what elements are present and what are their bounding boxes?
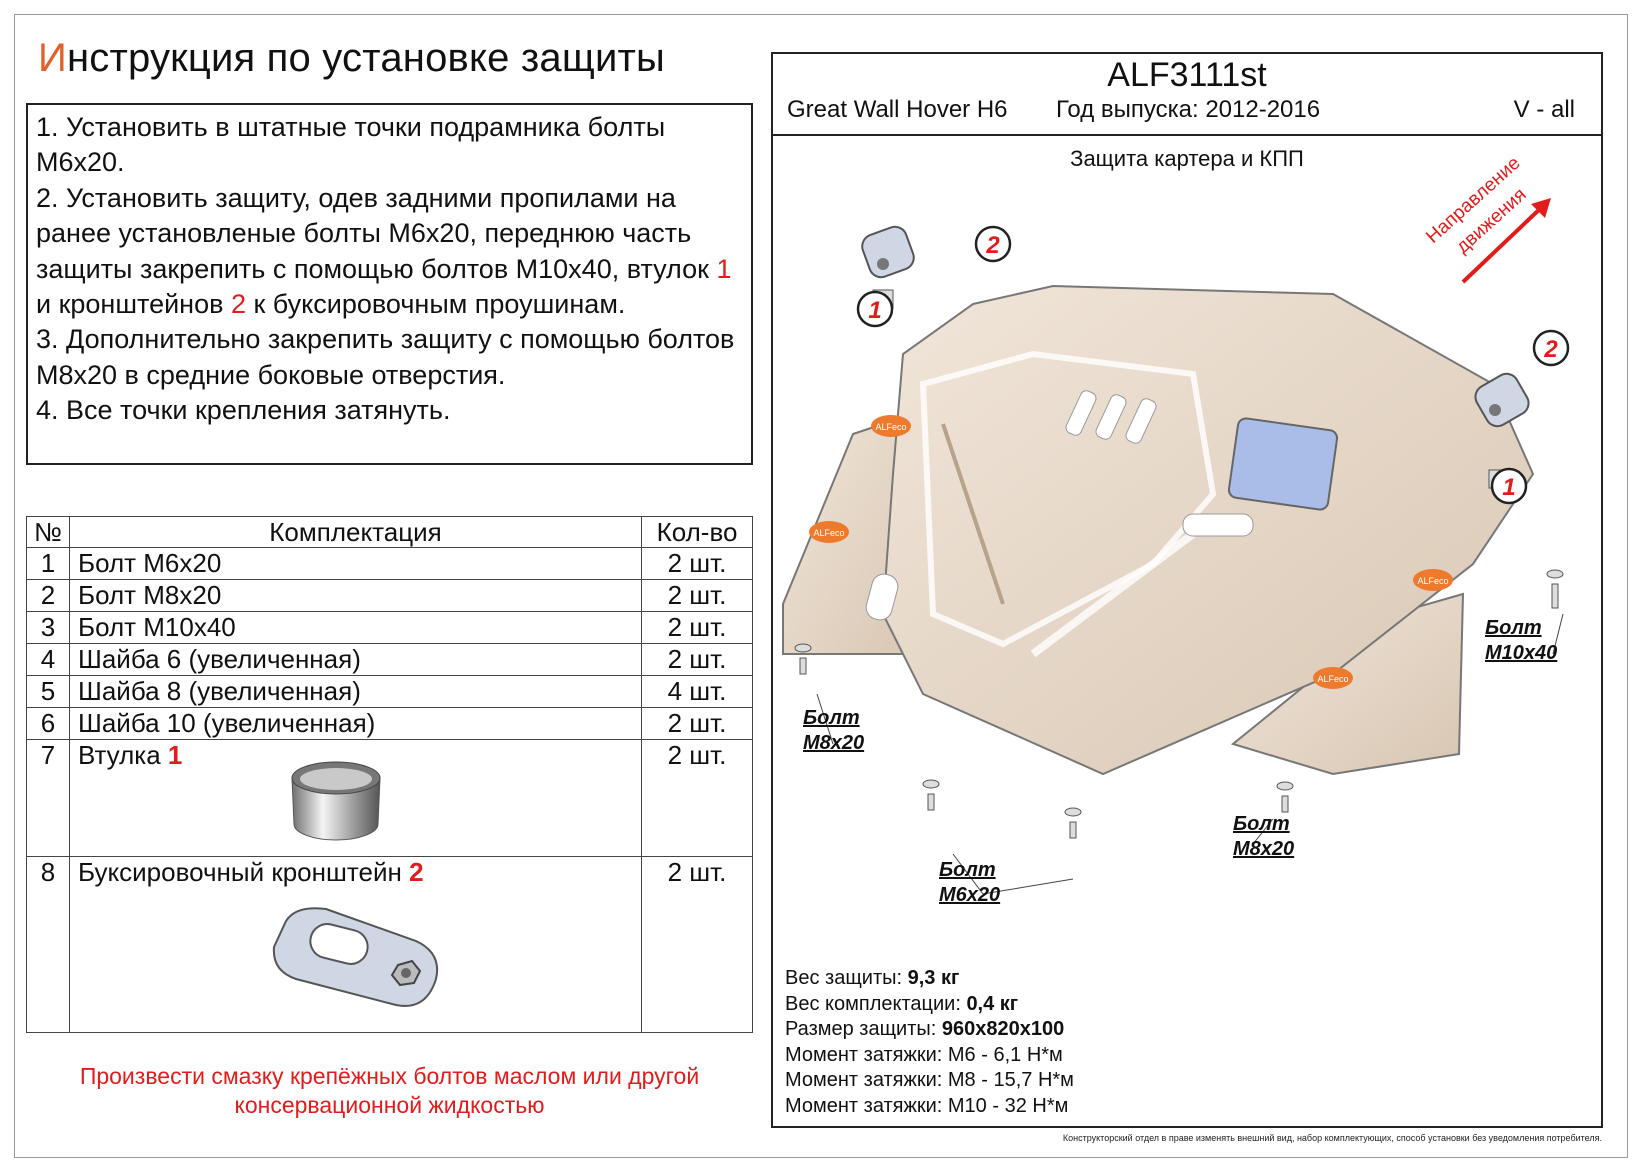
- bushing-mark: 1: [167, 740, 183, 770]
- spec-line: Размер защиты: 960х820х100: [785, 1018, 1065, 1040]
- svg-text:1: 1: [868, 297, 881, 324]
- kit-header-row: № Комплектация Кол-во: [26, 516, 753, 548]
- callout-2-right: 2: [1532, 329, 1570, 367]
- logo-badge: ALFeco: [871, 415, 911, 437]
- logo-badge: ALFeco: [809, 521, 849, 543]
- tow-bracket-right: [1474, 372, 1530, 428]
- col-qty: Кол-во: [641, 516, 753, 548]
- step-4: 4. Все точки крепления затянуть.: [36, 395, 451, 426]
- step-1: 1. Установить в штатные точки подрамника…: [36, 112, 666, 178]
- col-number: №: [26, 516, 70, 548]
- page-title: Инструкция по установке защиты: [38, 36, 665, 80]
- table-row: 7 Втулка 1 2 шт.: [26, 739, 753, 857]
- tow-bracket-icon: [272, 907, 438, 1007]
- step-2: 2. Установить защиту, одев задними пропи…: [36, 182, 732, 320]
- spec-line: Момент затяжки: М8 - 15,7 Н*м: [785, 1069, 1074, 1091]
- specifications: Вес защиты: 9,3 кг Вес комплектации: 0,4…: [785, 966, 1074, 1119]
- car-model: Great Wall Hover H6: [787, 96, 1008, 123]
- drawing-title: Защита картера и КПП: [1070, 146, 1304, 171]
- page-frame: [14, 14, 1628, 1158]
- inspection-window: [1227, 417, 1339, 511]
- svg-text:ALFeco: ALFeco: [1417, 576, 1448, 586]
- bracket-mark: 2: [409, 857, 424, 887]
- disclaimer: Конструкторский отдел в праве изменять в…: [1062, 1133, 1602, 1143]
- spec-line: Момент затяжки: М10 - 32 Н*м: [785, 1094, 1069, 1117]
- tow-bracket-left: [861, 225, 915, 279]
- spec-line: Момент затяжки: М6 - 6,1 Н*м: [785, 1043, 1063, 1066]
- svg-text:ALFeco: ALFeco: [875, 422, 906, 432]
- svg-text:2: 2: [1543, 336, 1558, 363]
- logo-badge: ALFeco: [1313, 667, 1353, 689]
- svg-text:ALFeco: ALFeco: [1317, 674, 1348, 684]
- svg-text:1: 1: [1502, 474, 1515, 501]
- engine-version: V - all: [1513, 96, 1575, 123]
- header-divider: [773, 134, 1601, 136]
- direction-indicator: Направление движения: [1422, 153, 1551, 284]
- svg-text:2: 2: [985, 232, 1000, 259]
- skid-plate-drawing: ALFeco ALFeco ALFeco ALFeco 2 1 2 1: [782, 153, 1570, 895]
- step-3: 3. Дополнительно закрепить защиту с помо…: [36, 324, 735, 390]
- callout-2-top: 2: [974, 225, 1012, 263]
- spec-line: Вес комплектации: 0,4 кг: [785, 992, 1019, 1015]
- spec-line: Вес защиты: 9,3 кг: [785, 967, 960, 989]
- production-years: Год выпуска: 2012-2016: [1056, 96, 1321, 123]
- drawing-panel: ALF3111st Great Wall Hover H6 Год выпуск…: [771, 52, 1603, 1128]
- callout-1-right: 1: [1490, 467, 1528, 505]
- svg-text:ALFeco: ALFeco: [813, 528, 844, 538]
- bushing-icon: [291, 761, 381, 841]
- product-code: ALF3111st: [1107, 56, 1267, 94]
- table-row: 8 Буксировочный кронштейн 2 2 шт.: [26, 856, 753, 1033]
- logo-badge: ALFeco: [1413, 569, 1453, 591]
- lubrication-note: Произвести смазку крепёжных болтов масло…: [79, 1063, 700, 1118]
- col-name: Комплектация: [69, 516, 642, 548]
- installation-steps: 1. Установить в штатные точки подрамника…: [26, 103, 753, 465]
- callout-1-top: 1: [856, 290, 894, 328]
